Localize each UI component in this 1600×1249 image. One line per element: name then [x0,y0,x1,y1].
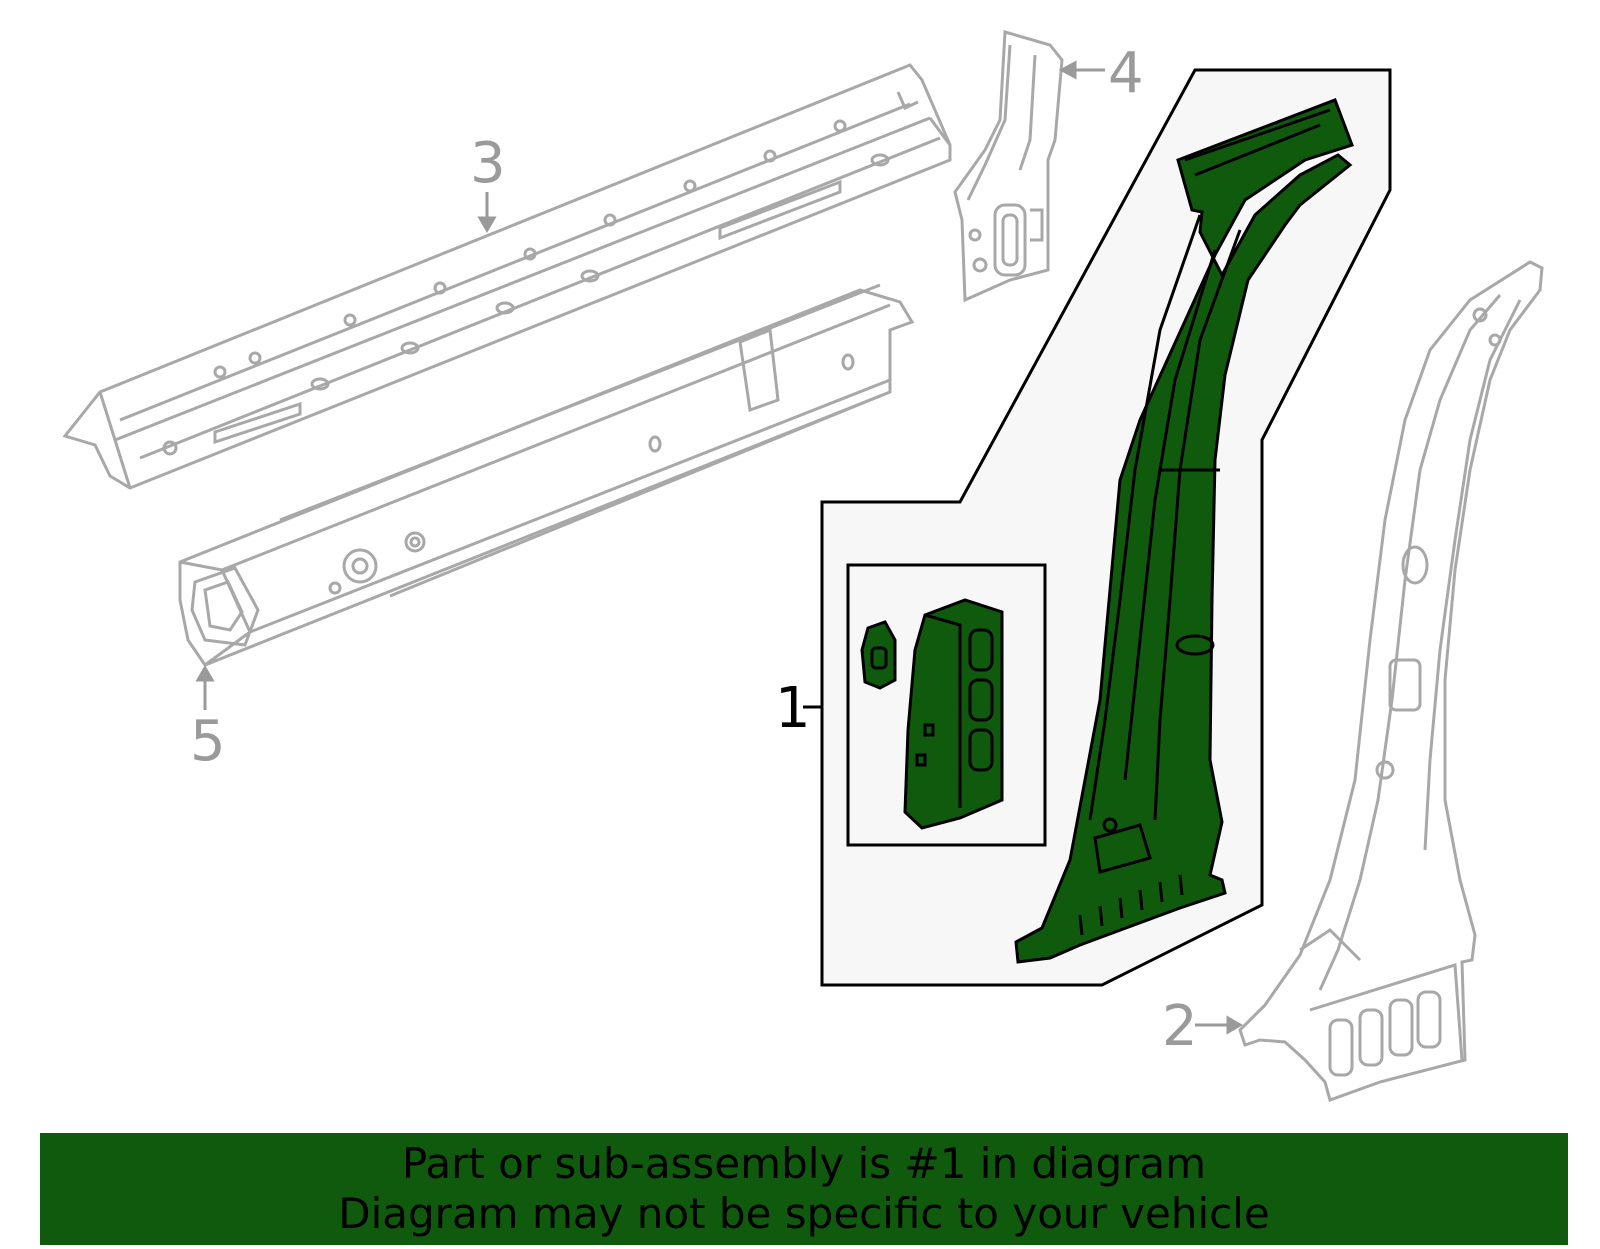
callout-4: 4 [1108,41,1144,106]
rocker-rail-outer [62,63,952,490]
center-pillar-assembly [1014,98,1354,964]
rocker-rail-inner [178,283,915,667]
leader-lines [195,60,1243,1035]
banner-line-1: Part or sub-assembly is #1 in diagram [401,1139,1207,1188]
pillar-reinforcement [903,598,1004,830]
outer-pillar-panel [1238,260,1544,1102]
banner-line-2: Diagram may not be specific to your vehi… [338,1189,1270,1238]
info-banner: Part or sub-assembly is #1 in diagram Di… [40,1133,1568,1245]
pillar-bracket [860,620,897,690]
callout-1: 1 [775,676,811,741]
parts-diagram: 1 2 3 4 5 [62,30,1544,1102]
callout-2: 2 [1162,994,1198,1059]
callout-3: 3 [470,131,506,196]
upper-bracket [953,30,1064,303]
callout-5: 5 [190,709,226,774]
